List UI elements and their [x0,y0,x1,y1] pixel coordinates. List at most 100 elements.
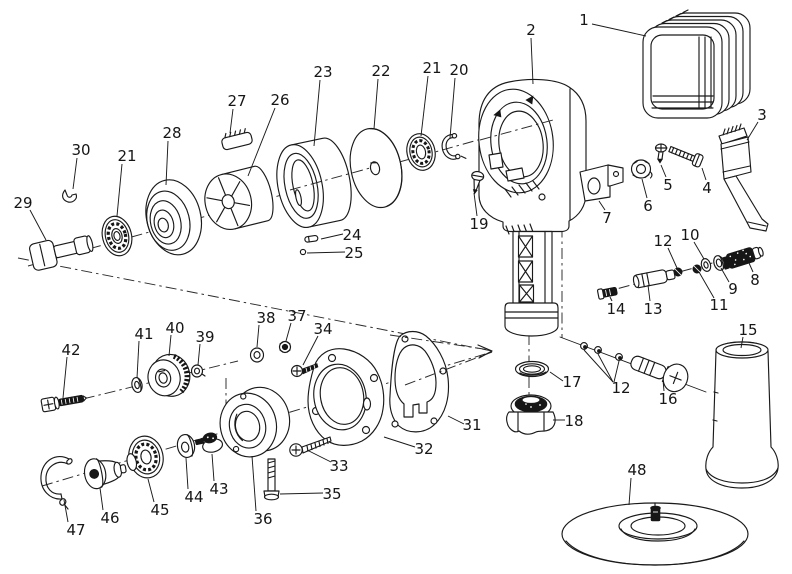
leader-line-1-0 [591,23,647,37]
part-label-22-21: 22 [371,62,390,80]
leader-line-39-39 [197,343,201,366]
part-8-air-inlet [721,246,764,270]
part-label-40-40: 40 [165,319,184,337]
part-2-motor-housing [478,78,587,337]
part-label-38-38: 38 [256,309,275,327]
part-18-inlet-bushing [506,394,556,435]
part-34-screw [290,363,319,378]
part-20-retaining-ring [441,132,467,160]
leader-line-12-49 [583,349,614,383]
axis-overlays [289,119,554,386]
part-label-20-19: 20 [449,61,468,79]
leader-line-5-4 [660,164,667,178]
part-24-pin [304,234,319,243]
part-label-33-33: 33 [329,457,348,475]
leader-line-11-10 [698,271,715,299]
part-25-pin [299,248,307,256]
leader-line-3-2 [746,121,759,141]
part-42-bolt [40,394,87,413]
part-label-16-15: 16 [658,390,677,408]
part-labels: 1234567891011121314151617181920212223242… [13,11,766,539]
leader-line-9-8 [720,267,730,283]
part-label-47-47: 47 [66,521,85,539]
leader-line-26-25 [247,107,276,177]
part-4-screw [668,145,704,168]
part-22-front-end-plate [349,127,403,209]
part-label-3-2: 3 [757,106,767,124]
part-label-11-10: 11 [709,296,728,314]
part-17-o-ring [514,360,550,378]
part-label-18-17: 18 [564,412,583,430]
leader-line-21-28 [116,163,123,217]
part-10-o-ring [700,258,712,272]
part-label-23-22: 23 [313,63,332,81]
leader-line-21-20 [420,75,429,137]
part-label-34-34: 34 [313,320,332,338]
part-31-gasket [389,330,450,433]
leader-line-15-14 [740,336,744,349]
part-label-21-20: 21 [422,59,441,77]
part-label-46-46: 46 [100,509,119,527]
part-label-31-31: 31 [462,416,481,434]
part-label-41-41: 41 [134,325,153,343]
part-14-valve-screw [596,286,618,300]
part-9-washer [713,255,725,271]
leader-line-44-44 [185,457,189,490]
leader-line-33-33 [306,449,332,463]
leader-line-6-5 [641,178,648,199]
leader-line-20-19 [449,77,456,139]
leader-line-40-40 [168,334,172,357]
part-label-17-16: 17 [562,373,581,391]
part-3-throttle-lever [718,123,769,232]
part-label-10-9: 10 [680,226,699,244]
part-label-24-23: 24 [342,226,361,244]
part-46-spindle [83,458,127,490]
leader-line-22-21 [373,78,379,130]
leader-line-12-49 [597,353,614,383]
part-label-1-0: 1 [579,11,589,29]
leader-line-8-7 [748,262,754,273]
part-label-30-29: 30 [71,141,90,159]
part-7-hanger-bracket [579,164,624,202]
leader-line-35-35 [279,492,324,495]
part-label-48-48: 48 [627,461,646,479]
part-12-detent-balls [580,342,623,361]
part-label-44-44: 44 [184,488,203,506]
part-label-9-8: 9 [728,280,738,298]
leader-line-46-46 [99,487,104,511]
part-36-bearing-hub [219,386,291,458]
part-37-nut [278,340,292,354]
leader-line-31-31 [447,415,465,425]
part-6-nut [630,159,653,179]
part-label-43-43: 43 [209,480,228,498]
part-label-6-5: 6 [643,197,653,215]
part-label-36-36: 36 [253,510,272,528]
part-41-washer [131,377,143,393]
part-23-cylinder [276,137,352,228]
part-label-15-14: 15 [738,321,757,339]
leader-line-28-27 [165,140,169,186]
leader-line-38-38 [256,324,260,348]
leader-line-13-12 [647,284,651,302]
part-43-flanged-nut [194,432,224,453]
leader-line-10-9 [693,241,705,260]
part-label-25-24: 25 [344,244,363,262]
part-21-bearing-right [406,133,436,171]
part-45-bearing [126,435,164,479]
part-13-throttle-valve-stem [632,269,676,289]
part-26-rotor [204,165,274,231]
leader-line-41-41 [136,340,140,379]
part-39-nut [190,364,206,378]
part-33-screw [289,436,332,457]
part-label-7-6: 7 [602,209,612,227]
leader-line-25-24 [306,251,346,254]
part-label-8-7: 8 [750,271,760,289]
part-label-35-35: 35 [322,485,341,503]
leader-line-12-11 [667,247,678,269]
part-40-gear [147,353,191,397]
leader-line-32-32 [383,436,416,448]
leader-line-23-22 [313,79,321,147]
part-16-regulator-valve [630,355,689,393]
leader-line-37-37 [285,322,292,342]
